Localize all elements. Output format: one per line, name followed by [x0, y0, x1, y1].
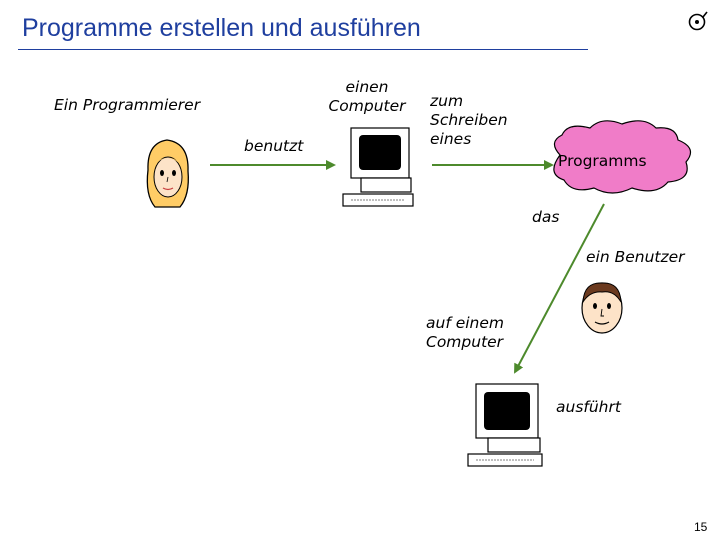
male-face-icon: [581, 282, 623, 334]
arrow-program-to-computer: [514, 203, 605, 374]
computer-icon: [342, 127, 414, 207]
page-number: 15: [694, 520, 708, 534]
writing-label: zum Schreiben eines: [430, 92, 508, 149]
on-computer-label: auf einem Computer: [426, 314, 504, 352]
slide-title: Programme erstellen und ausführen: [22, 14, 421, 42]
cloud-icon: [553, 120, 692, 194]
das-label: das: [532, 208, 560, 226]
on-computer-label-line2: Computer: [426, 333, 504, 351]
title-divider: [18, 49, 588, 50]
computer-top-label-line2: Computer: [328, 97, 406, 115]
programmer-label: Ein Programmierer: [54, 96, 201, 114]
computer-icon: [467, 383, 543, 467]
uses-label: benutzt: [244, 137, 304, 155]
eiffel-logo-icon: [688, 11, 708, 31]
on-computer-label-line1: auf einem: [426, 314, 505, 332]
writing-label-line1: zum: [430, 92, 464, 110]
female-face-icon: [146, 139, 189, 208]
writing-label-line3: eines: [430, 130, 472, 148]
writing-label-line2: Schreiben: [430, 111, 508, 129]
computer-top-label-line1: einen: [345, 78, 389, 96]
computer-top-label: einen Computer: [326, 78, 408, 116]
user-label: ein Benutzer: [586, 248, 685, 266]
program-label: Programms: [558, 152, 647, 170]
executes-label: ausführt: [556, 398, 621, 416]
